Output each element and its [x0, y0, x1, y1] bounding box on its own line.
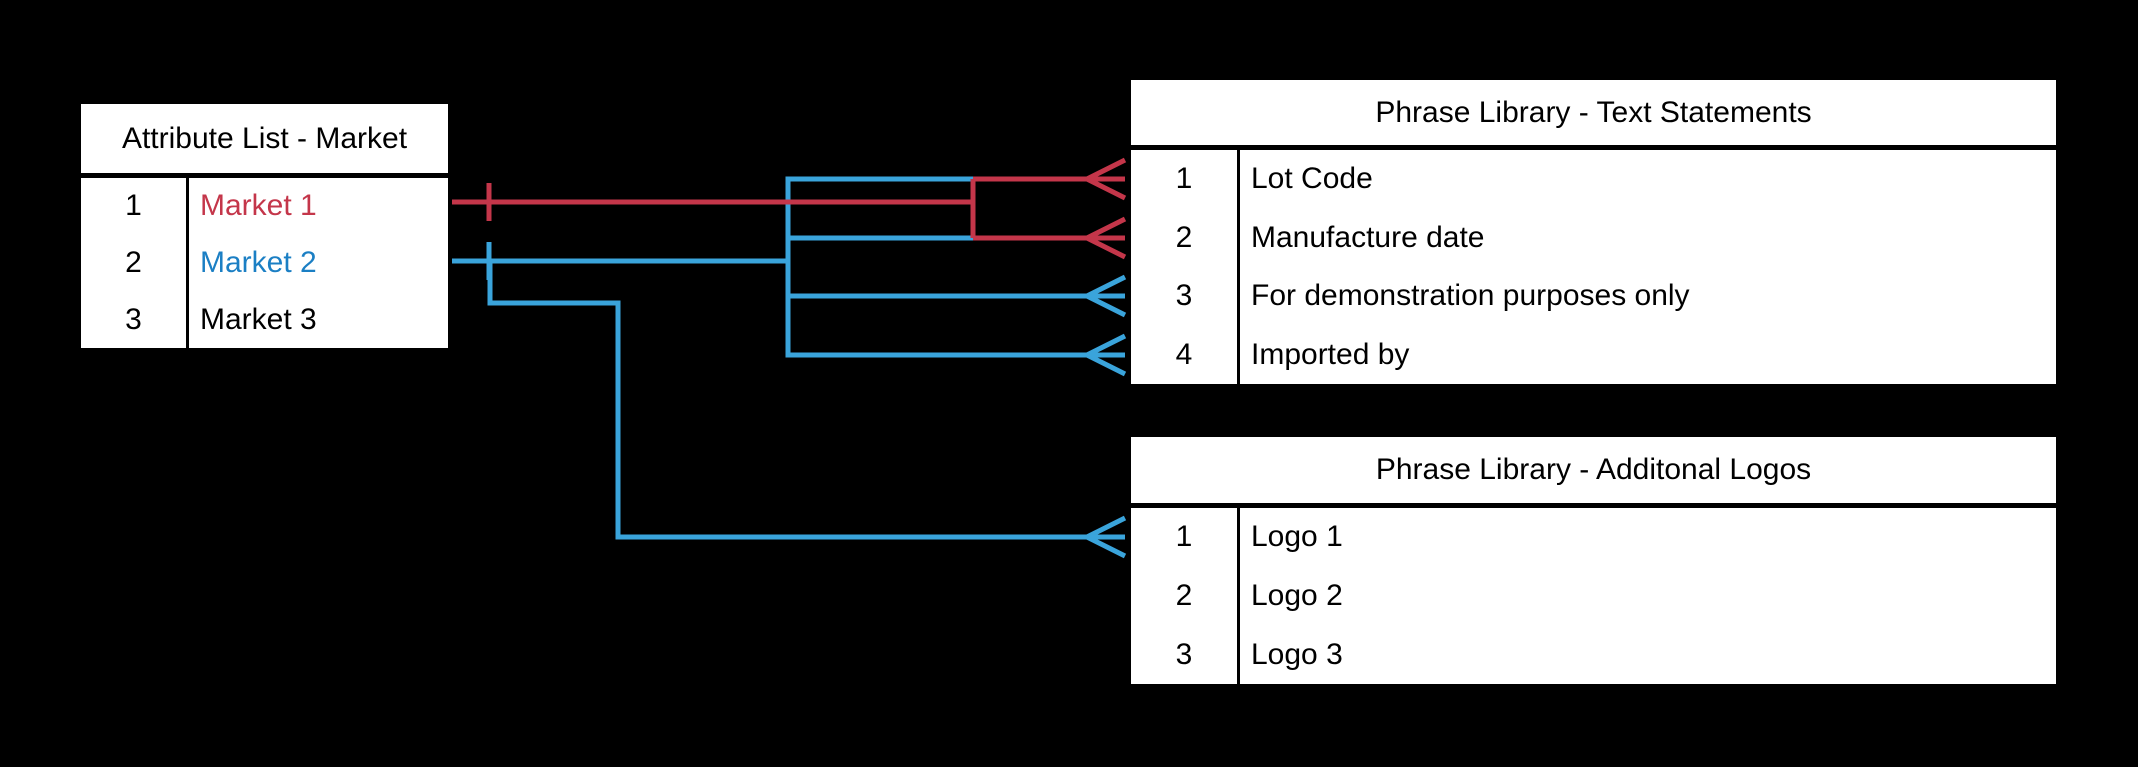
- table-body: 1 Market 1 2 Market 2 3 Market 3: [81, 178, 448, 349]
- row-label: Imported by: [1251, 337, 1410, 371]
- row-number: 3: [1131, 267, 1240, 326]
- table-body: 1 Logo 1 2 Logo 2 3 Logo 3: [1131, 508, 2056, 685]
- row-label: Logo 3: [1251, 637, 1343, 671]
- row-label: Market 3: [200, 302, 317, 336]
- table-row: 3 For demonstration purposes only: [1131, 267, 2056, 326]
- market1-connector: [452, 157, 1127, 260]
- table-title: Attribute List - Market: [81, 104, 448, 178]
- table-row: 1 Lot Code: [1131, 150, 2056, 209]
- crow-foot-icon: [1085, 157, 1127, 201]
- row-number: 2: [1131, 208, 1240, 267]
- crow-foot-icon: [1085, 515, 1127, 559]
- row-label: Logo 1: [1251, 520, 1343, 554]
- row-number: 1: [1131, 508, 1240, 567]
- row-label: Lot Code: [1251, 162, 1373, 196]
- row-label: Logo 2: [1251, 579, 1343, 612]
- table-row: 2 Logo 2: [1131, 566, 2056, 626]
- crow-foot-icon: [1085, 216, 1127, 260]
- table-title: Phrase Library - Additonal Logos: [1131, 437, 2056, 508]
- table-row: 1 Logo 1: [1131, 508, 2056, 567]
- table-row: 3 Logo 3: [1131, 625, 2056, 685]
- table-row: 1 Market 1: [81, 178, 448, 235]
- row-number: 2: [1131, 566, 1240, 626]
- attribute-list-table: Attribute List - Market 1 Market 1 2 Mar…: [77, 100, 452, 352]
- table-title: Phrase Library - Text Statements: [1131, 80, 2056, 150]
- market2-connector: [452, 176, 1127, 559]
- row-number: 1: [81, 178, 189, 235]
- row-number: 1: [1131, 150, 1240, 209]
- elbow-to-logos: [487, 261, 1125, 540]
- row-number: 3: [1131, 625, 1240, 685]
- row-label: For demonstration purposes only: [1251, 279, 1690, 313]
- row-number: 2: [81, 234, 189, 292]
- table-row: 3 Market 3: [81, 291, 448, 349]
- row-label: Manufacture date: [1251, 220, 1485, 254]
- table-row: 4 Imported by: [1131, 325, 2056, 384]
- additional-logos-table: Phrase Library - Additonal Logos 1 Logo …: [1127, 433, 2060, 688]
- table-row: 2 Manufacture date: [1131, 208, 2056, 267]
- row-number: 4: [1131, 325, 1240, 384]
- table-row: 2 Market 2: [81, 234, 448, 292]
- row-label: Market 2: [200, 246, 317, 279]
- crow-foot-icon: [1085, 333, 1127, 377]
- text-statements-table: Phrase Library - Text Statements 1 Lot C…: [1127, 76, 2060, 388]
- row-number: 3: [81, 291, 189, 349]
- crow-foot-icon: [1085, 274, 1127, 318]
- row-label: Market 1: [200, 189, 317, 223]
- table-body: 1 Lot Code 2 Manufacture date 3 For demo…: [1131, 150, 2056, 384]
